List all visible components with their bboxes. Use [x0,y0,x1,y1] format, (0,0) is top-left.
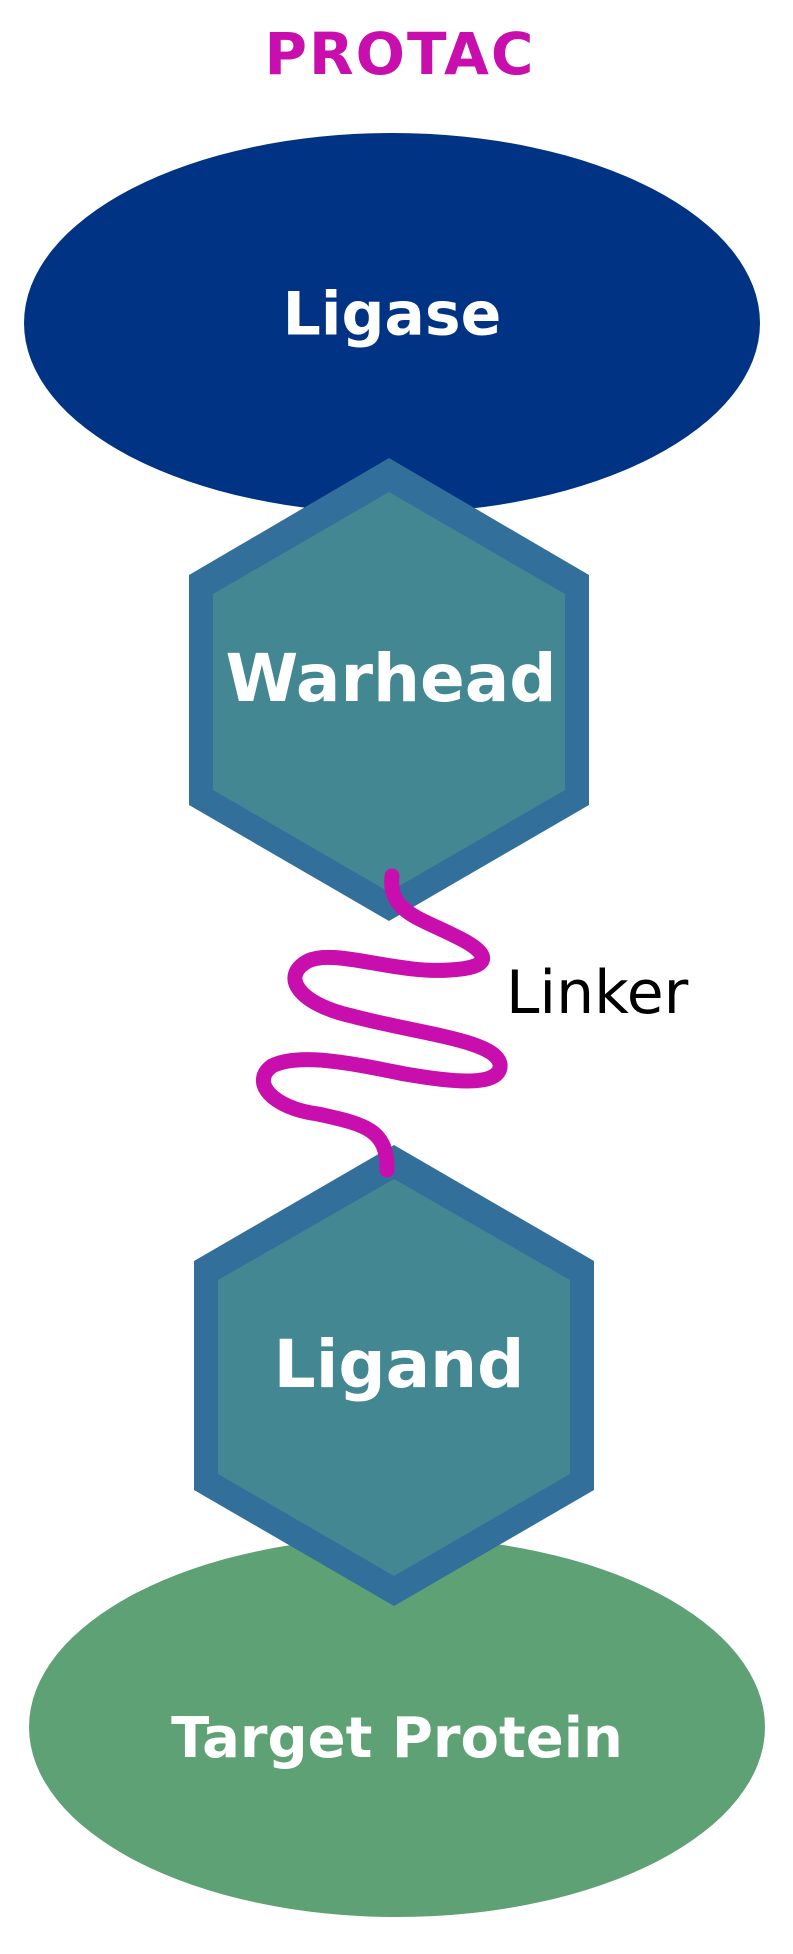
target-protein-label: Target Protein [171,1706,623,1771]
diagram-title: PROTAC [265,20,536,88]
ligase-label: Ligase [283,280,502,350]
linker-squiggle [256,868,508,1178]
target-protein-ellipse [29,1537,765,1917]
linker-label: Linker [506,958,689,1028]
ligand-label: Ligand [274,1326,525,1403]
ligand-hexagon [194,1145,594,1606]
warhead-hexagon [189,458,589,921]
warhead-label: Warhead [225,640,556,717]
ligase-ellipse [24,133,760,513]
